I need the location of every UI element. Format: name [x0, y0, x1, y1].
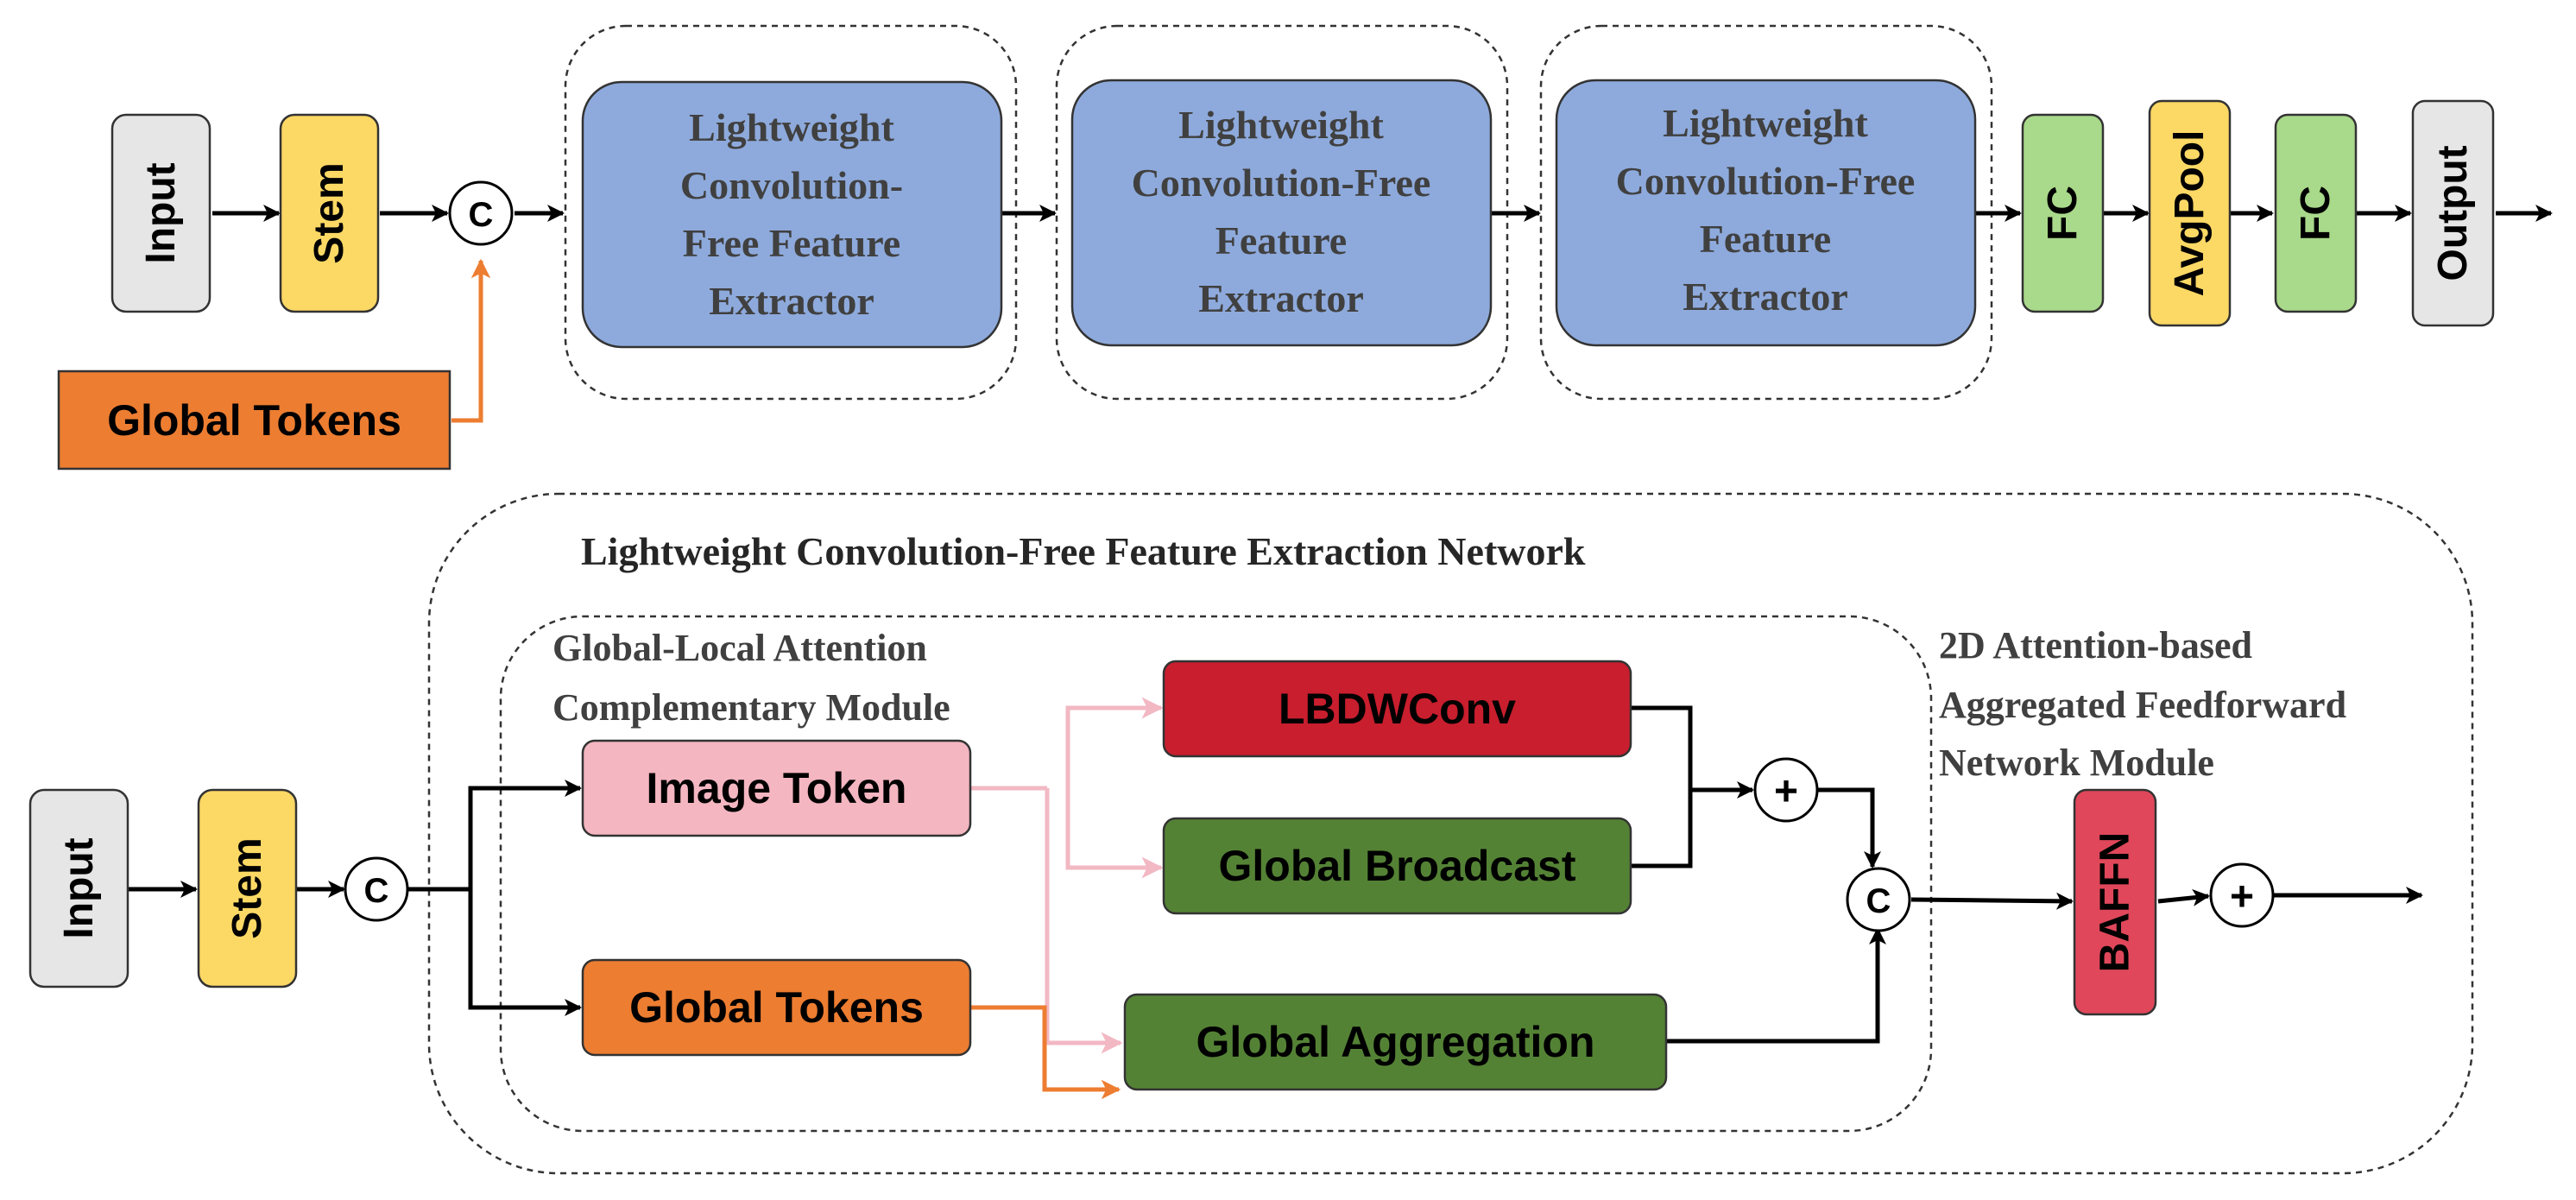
baffn-module-title-1: 2D Attention-based [1939, 624, 2252, 666]
top-stem-box [279, 113, 380, 313]
bottom-stem-box [197, 788, 298, 988]
top-avgpool-label: AvgPool [2167, 130, 2213, 297]
output-plus-label: + [2230, 875, 2254, 920]
aggregation-concat-arrow [1666, 927, 1886, 1044]
image-token-label: Image Token [647, 764, 907, 812]
attention-module-frame [499, 615, 1933, 1133]
baffn-label: BAFFN [2093, 832, 2138, 973]
extractor3-line-2: Convolution-Free [1616, 159, 1916, 203]
plus-concat-arrow [1818, 787, 1881, 868]
bottom-global-tokens-box [581, 958, 972, 1057]
output-plus-node [2209, 862, 2275, 928]
bottom-global-tokens-label: Global Tokens [629, 983, 924, 1032]
baffn-module-title-2: Aggregated Feedforward [1939, 684, 2346, 726]
bottom-concat-label: C [364, 872, 389, 910]
top-concat-node [448, 180, 514, 246]
lbdwconv-label: LBDWConv [1279, 685, 1516, 733]
attention-module-title-2: Complementary Module [552, 686, 950, 729]
top-output-box [2411, 99, 2495, 327]
bottom-stem-label: Stem [224, 837, 270, 938]
bottom-concat-node [344, 856, 409, 922]
bottom-branch-global-tokens-arrow [468, 889, 582, 1016]
top-fc-label-2: FC [2293, 186, 2339, 241]
extractor2-line-3: Feature [1215, 218, 1347, 262]
network-frame [427, 492, 2474, 1175]
bottom-concat-label-2: C [1866, 882, 1891, 920]
merge-plus-node [1753, 757, 1819, 823]
pink-to-broadcast-arrow [1065, 788, 1164, 879]
extractor3-line-3: Feature [1700, 217, 1831, 261]
extractor3-line-1: Lightweight [1663, 101, 1868, 145]
top-input-label: Input [138, 162, 184, 263]
top-extractor-box-2 [1070, 79, 1493, 347]
baffn-box [2073, 788, 2157, 1016]
extractor1-line-1: Lightweight [689, 105, 894, 149]
merge-plus-label: + [1774, 769, 1798, 815]
bottom-input-box [28, 788, 129, 988]
bottom-branch-image-token-arrow [468, 780, 582, 889]
top-input-box [110, 113, 212, 313]
top-stem-label: Stem [306, 162, 352, 263]
pink-to-lbdwconv-arrow [1065, 697, 1164, 788]
extractor1-line-2: Convolution- [680, 163, 903, 207]
extractor2-line-1: Lightweight [1178, 103, 1384, 147]
top-global-tokens-arrow [451, 258, 491, 423]
extractor1-line-3: Free Feature [683, 221, 900, 265]
network-title: Lightweight Convolution-Free Feature Ext… [581, 529, 1586, 573]
extractor1-line-4: Extractor [709, 279, 874, 323]
bottom-concat-node-2 [1846, 867, 1911, 932]
top-output-label: Output [2430, 145, 2476, 281]
top-avgpool-box [2148, 99, 2232, 327]
lbdwconv-merge-line [1631, 705, 1693, 790]
extractor3-line-4: Extractor [1683, 275, 1848, 319]
baffn-plus-arrow [2157, 888, 2210, 906]
baffn-module-title-3: Network Module [1939, 742, 2214, 784]
extractor2-line-2: Convolution-Free [1132, 161, 1431, 205]
bottom-input-label: Input [56, 837, 102, 938]
global-broadcast-label: Global Broadcast [1219, 842, 1576, 890]
attention-module-title-1: Global-Local Attention [552, 627, 927, 669]
top-fc-label-1: FC [2040, 186, 2086, 241]
concat-baffn-arrow [1910, 892, 2074, 910]
image-token-box [581, 739, 972, 837]
top-global-tokens-box [57, 369, 451, 471]
extractor2-line-4: Extractor [1198, 276, 1364, 320]
pink-to-aggregation-arrow [1045, 788, 1123, 1054]
top-fc-box-1 [2021, 113, 2105, 313]
top-extractor-box-3 [1555, 79, 1977, 347]
global-tokens-to-aggregation-arrow [970, 1005, 1121, 1100]
top-global-tokens-label: Global Tokens [107, 396, 401, 445]
broadcast-merge-line [1631, 790, 1693, 868]
top-concat-label: C [469, 196, 494, 234]
top-fc-box-2 [2274, 113, 2358, 313]
global-broadcast-box [1162, 817, 1632, 915]
top-extractor-box-1 [581, 80, 1003, 349]
lbdwconv-box [1162, 660, 1632, 758]
global-aggregation-box [1123, 993, 1668, 1091]
global-aggregation-label: Global Aggregation [1196, 1018, 1594, 1066]
